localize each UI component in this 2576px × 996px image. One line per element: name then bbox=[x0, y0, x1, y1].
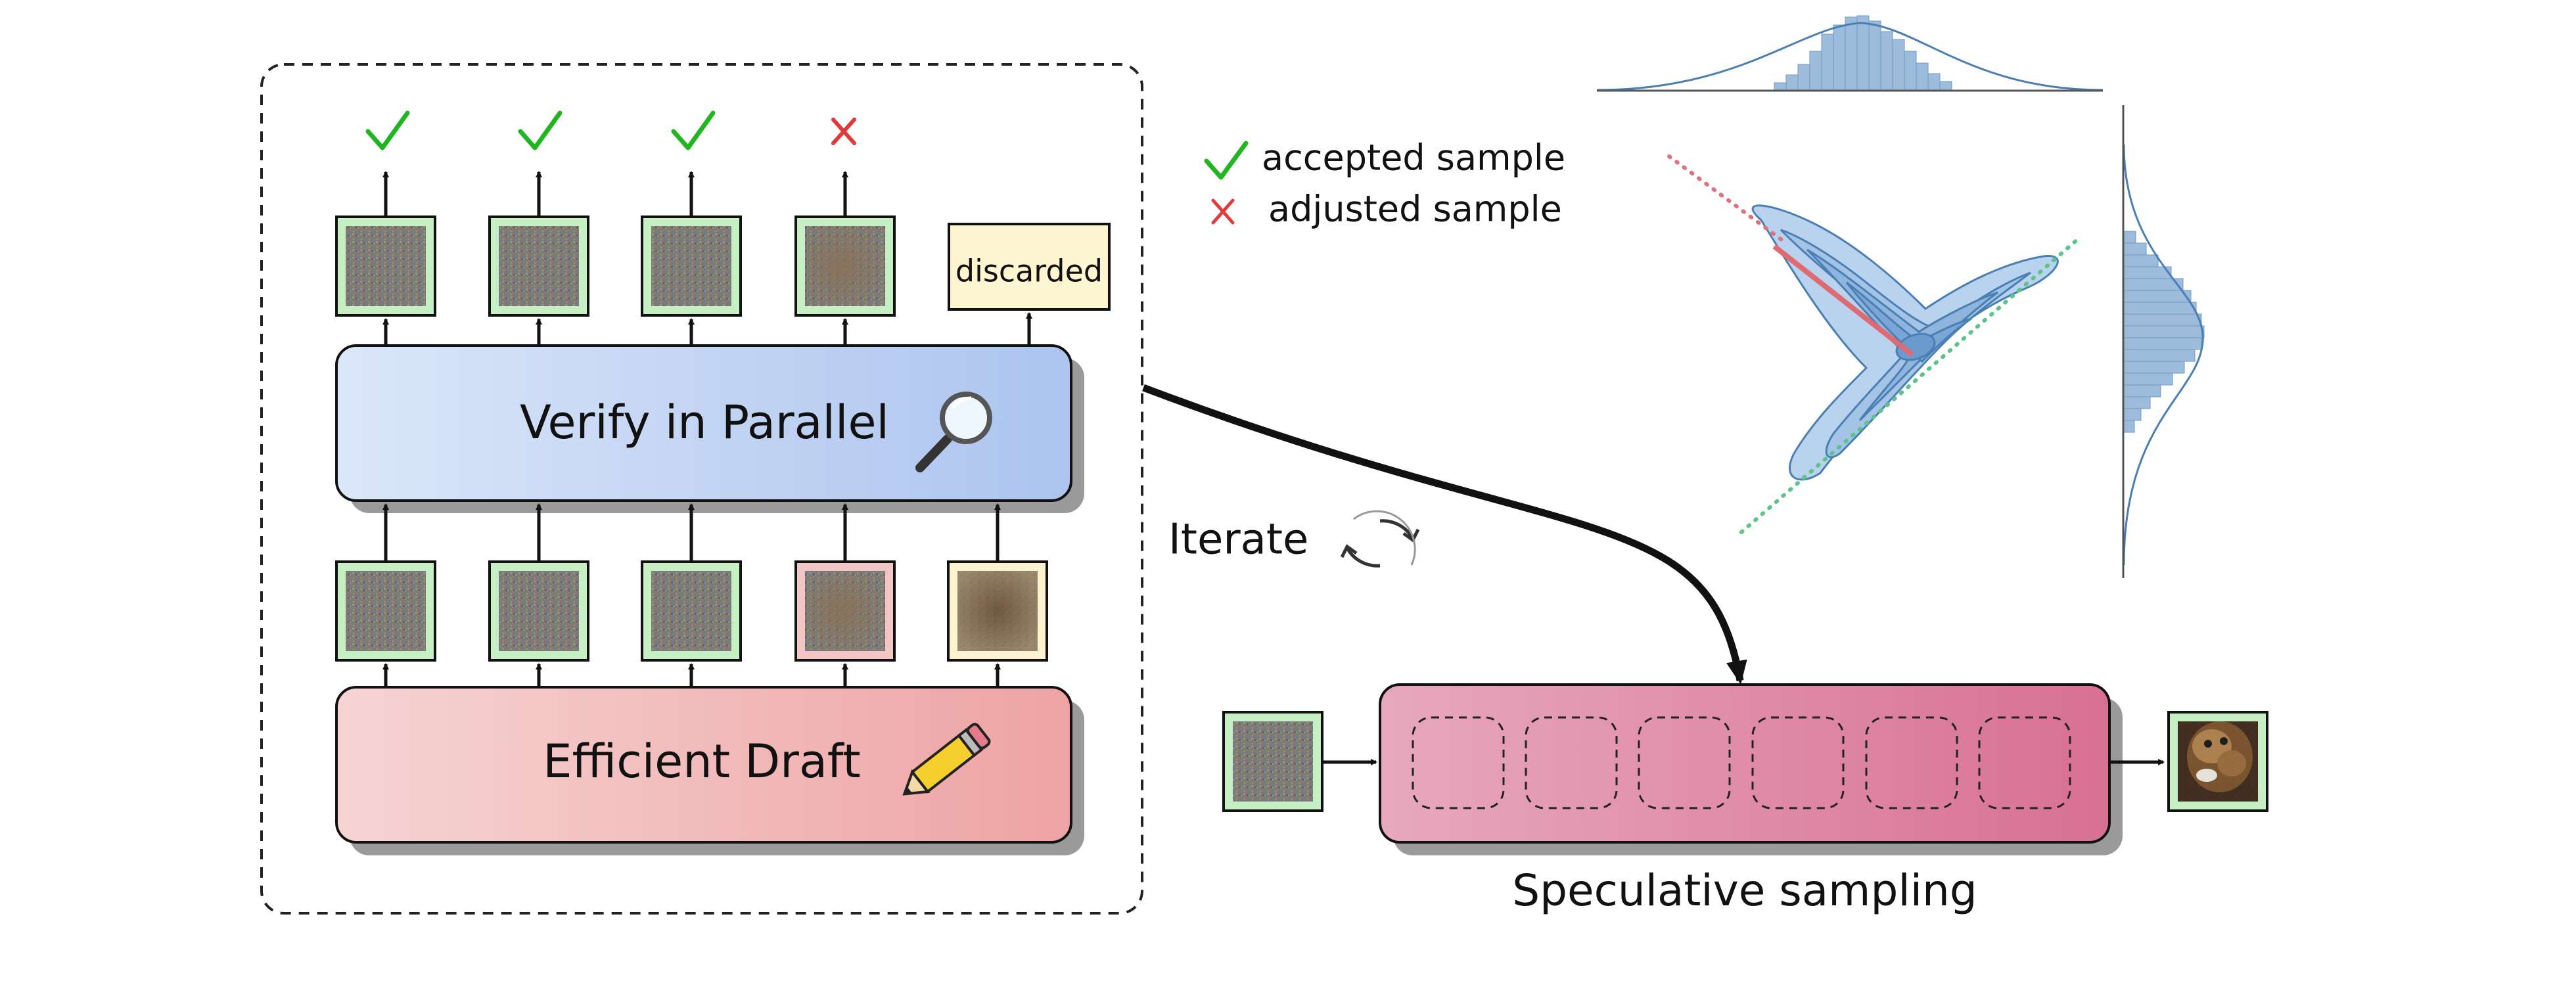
adjusted-direction-line bbox=[1667, 154, 1788, 245]
draft-label: Efficient Draft bbox=[543, 735, 860, 788]
check-icon bbox=[518, 110, 563, 150]
verify-label: Verify in Parallel bbox=[520, 396, 889, 449]
output-tile bbox=[2167, 711, 2268, 812]
sample-tile bbox=[641, 215, 742, 317]
draft-verify-frame bbox=[260, 63, 1143, 915]
accepted-direction-line bbox=[1739, 237, 2080, 534]
check-icon bbox=[1204, 141, 1249, 180]
discarded-label: discarded bbox=[955, 254, 1103, 289]
discarded-box: discarded bbox=[948, 223, 1111, 311]
draft-tile bbox=[488, 560, 589, 662]
density-plot bbox=[1596, 15, 2205, 578]
draft-tile bbox=[794, 560, 896, 662]
density-contours bbox=[1751, 204, 2059, 481]
iterate-arrow bbox=[1142, 384, 1747, 685]
cross-icon bbox=[1211, 198, 1235, 225]
cycle-icon bbox=[1340, 510, 1420, 568]
draft-tile bbox=[641, 560, 742, 662]
iterate-label: Iterate bbox=[1168, 516, 1308, 564]
legend-label-adjusted: adjusted sample bbox=[1268, 189, 1562, 230]
adjusted-direction-line bbox=[1772, 244, 1914, 357]
status-marks bbox=[365, 110, 856, 150]
top-tile-row: discarded bbox=[335, 215, 1111, 317]
cross-icon bbox=[831, 118, 856, 145]
pencil-icon bbox=[902, 723, 991, 796]
check-icon bbox=[365, 110, 410, 150]
bottom-tile-row bbox=[335, 560, 1048, 662]
speculative-label: Speculative sampling bbox=[1512, 865, 1977, 916]
sample-tile bbox=[335, 215, 436, 317]
dog-image bbox=[2178, 721, 2258, 802]
sample-tile bbox=[488, 215, 589, 317]
draft-tile bbox=[335, 560, 436, 662]
top-marginal-histogram bbox=[1596, 15, 2104, 92]
speculative-box bbox=[1379, 683, 2123, 855]
legend: accepted sample adjusted sample bbox=[1204, 137, 1565, 230]
check-icon bbox=[671, 110, 716, 150]
input-tile bbox=[1222, 711, 1323, 812]
draft-box: Efficient Draft bbox=[335, 686, 1084, 855]
legend-label-accepted: accepted sample bbox=[1262, 137, 1565, 179]
draft-tile bbox=[947, 560, 1048, 662]
verify-box: Verify in Parallel bbox=[335, 344, 1084, 513]
sample-tile bbox=[794, 215, 896, 317]
magnifier-icon bbox=[915, 392, 992, 472]
right-marginal-histogram bbox=[2122, 105, 2205, 578]
